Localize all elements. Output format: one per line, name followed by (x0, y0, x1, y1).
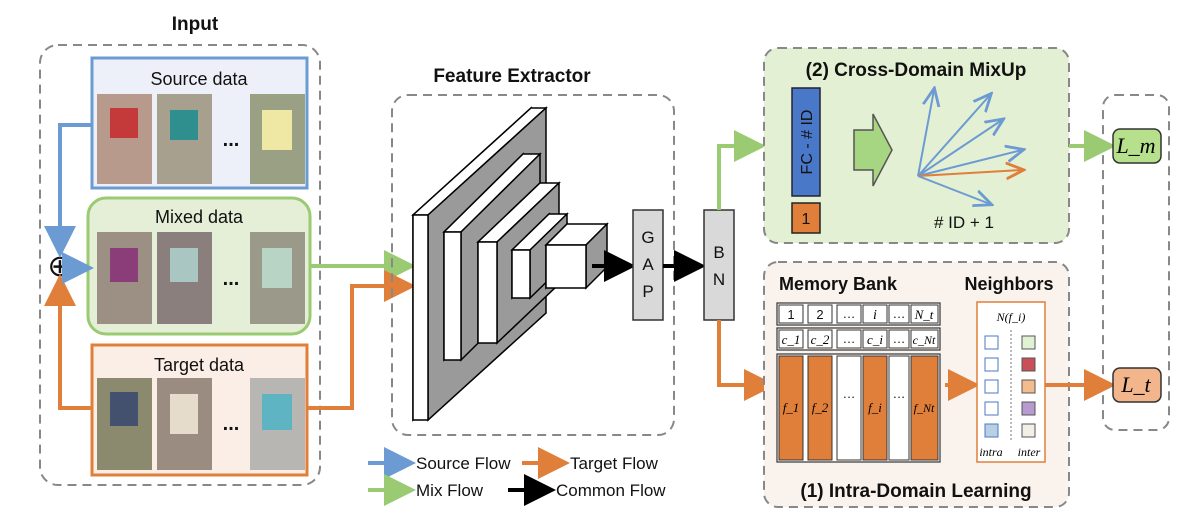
gap-letter-a: A (642, 255, 654, 274)
mixed-data-label: Mixed data (155, 207, 244, 227)
loss-lm-label: L_m (1115, 133, 1155, 158)
cross-domain-title: (2) Cross-Domain MixUp (806, 60, 1027, 81)
output-dim-label: # ID + 1 (934, 213, 994, 232)
legend-source-label: Source Flow (416, 454, 511, 473)
fc-layer (791, 87, 821, 197)
bn-letter-b: B (713, 243, 724, 262)
feature-extractor-title: Feature Extractor (433, 66, 591, 87)
source-data-panel: Source data ... (90, 56, 309, 190)
target-data-label: Target data (154, 355, 245, 375)
sum-symbol: ⊕ (47, 250, 72, 283)
target-to-sum-arrow (44, 274, 92, 410)
neighbors-label: Neighbors (964, 274, 1053, 294)
feature-cell-2: f_2 (812, 400, 829, 415)
legend-target-label: Target Flow (570, 454, 659, 473)
cluster-cell-2: c_2 (811, 332, 830, 347)
index-cell-ellipsis-2: … (893, 306, 906, 321)
mixup-vectors (917, 90, 1022, 204)
index-cell-i: i (873, 308, 877, 323)
bn-layer (703, 209, 735, 321)
loss-lt-box (1112, 367, 1162, 403)
cross-domain-panel: (2) Cross-Domain MixUp FC - # ID 1 # ID … (763, 47, 1070, 244)
source-data-label: Source data (150, 69, 248, 89)
index-cell-nt: N_t (914, 307, 934, 322)
source-person-images (97, 94, 305, 184)
loss-lm-box (1112, 128, 1162, 164)
mixed-ellipsis: ... (223, 268, 240, 290)
neighbors-box: N(f_i) intra inter (976, 301, 1046, 463)
cluster-cell-1: c_1 (782, 332, 801, 347)
intra-label: intra (979, 445, 1002, 459)
loss-frame (1102, 94, 1170, 431)
bn-to-crossdomain-arrow (717, 130, 766, 210)
memory-bank-label: Memory Bank (779, 274, 898, 294)
gap-letter-g: G (641, 228, 654, 247)
feature-row: f_1 f_2 … f_i … f_Nt (778, 355, 939, 461)
extra-class-label: 1 (802, 211, 811, 228)
index-row: 1 2 … i … N_t (778, 304, 939, 324)
input-frame (39, 44, 321, 486)
source-to-sum-arrow (44, 123, 92, 258)
target-flow-arrow (307, 270, 416, 410)
loss-lt-label: L_t (1120, 372, 1151, 397)
mixed-data-panel: Mixed data ... (86, 196, 312, 336)
bn-to-intradomain-arrow (717, 320, 776, 401)
feature-cell-i: f_i (868, 400, 882, 415)
legend-mix-label: Mix Flow (416, 481, 484, 500)
intra-domain-panel: Memory Bank Neighbors (1) Intra-Domain L… (763, 261, 1070, 508)
cluster-row: c_1 c_2 … c_i … c_Nt (778, 329, 939, 349)
neighbor-set-label: N(f_i) (996, 310, 1026, 324)
input-title: Input (172, 14, 219, 35)
extra-class-box (791, 202, 821, 234)
index-cell-ellipsis-1: … (843, 306, 856, 321)
inter-label: inter (1018, 445, 1041, 459)
target-ellipsis: ... (223, 413, 240, 435)
target-data-panel: Target data ... (90, 343, 309, 477)
cluster-cell-ellipsis-1: … (843, 331, 856, 346)
bn-letter-n: N (713, 270, 725, 289)
cluster-cell-ellipsis-2: … (893, 331, 906, 346)
feature-cell-nt: f_Nt (914, 401, 935, 415)
cnn-blocks (411, 106, 609, 422)
transform-arrow (853, 113, 893, 187)
index-cell-1: 1 (787, 307, 794, 322)
cluster-cell-nt: c_Nt (913, 333, 936, 347)
inter-neighbors (1021, 335, 1036, 438)
cluster-cell-i: c_i (867, 332, 883, 347)
fc-layer-label: FC - # ID (799, 110, 816, 175)
target-person-images (97, 378, 305, 470)
index-cell-2: 2 (816, 307, 823, 322)
legend: Source Flow Target Flow Mix Flow Common … (368, 447, 666, 506)
memory-bank: 1 2 … i … N_t c_1 c_2 … c_i … c_Nt f_1 f (776, 302, 941, 463)
feature-cell-ellipsis-2: … (893, 386, 906, 401)
source-ellipsis: ... (223, 129, 240, 151)
mixed-person-images (97, 232, 305, 324)
intra-neighbors (984, 335, 999, 438)
intra-domain-title: (1) Intra-Domain Learning (800, 481, 1031, 502)
conv-block-5 (544, 222, 609, 290)
legend-common-label: Common Flow (556, 481, 666, 500)
feature-cell-1: f_1 (783, 400, 800, 415)
feature-cell-ellipsis-1: … (843, 386, 856, 401)
gap-letter-p: P (642, 282, 653, 301)
